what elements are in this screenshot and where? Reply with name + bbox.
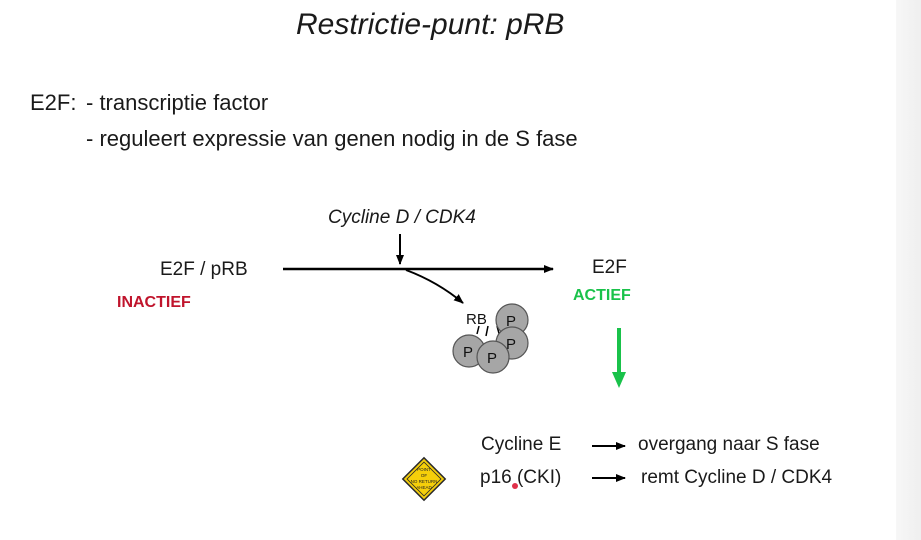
e2f-active-label: E2F (592, 257, 627, 278)
svg-text:POINT: POINT (417, 467, 431, 472)
e2f-label: E2F: (30, 90, 77, 115)
bullet-regulates-expression: - reguleert expressie van genen nodig in… (86, 126, 578, 151)
cycline-d-cdk4-label: Cycline D / CDK4 (328, 207, 476, 228)
slide-title: Restrictie-punt: pRB (296, 8, 565, 41)
inhibits-cycline-d-label: remt Cycline D / CDK4 (641, 467, 833, 488)
phosphate-label: P (463, 344, 473, 361)
rb-label: RB (466, 311, 487, 328)
phosphate-label: P (487, 350, 497, 367)
phosphate-label: P (506, 336, 516, 353)
page-edge (896, 0, 921, 540)
rb-bond (485, 325, 489, 337)
svg-text:AHEAD: AHEAD (416, 485, 432, 490)
active-label: ACTIEF (573, 287, 631, 304)
inactive-label: INACTIEF (117, 294, 191, 311)
svg-text:NO RETURN: NO RETURN (411, 479, 438, 484)
s-phase-transition-label: overgang naar S fase (638, 434, 820, 455)
rb-release-arrow (405, 269, 464, 304)
phosphate-label: P (506, 313, 516, 330)
phosphate-circle (476, 340, 510, 374)
p16-cki-label: p16 (CKI) (480, 467, 562, 488)
rb-bond (476, 325, 480, 335)
e2f-prb-label: E2F / pRB (160, 259, 248, 280)
bullet-transcription-factor: - transcriptie factor (86, 90, 269, 115)
cursor-dot (512, 483, 518, 489)
cycline-e-label: Cycline E (481, 434, 562, 455)
point-of-no-return-sign-icon: POINT OF NO RETURN AHEAD (401, 456, 447, 502)
svg-text:OF: OF (421, 473, 428, 478)
